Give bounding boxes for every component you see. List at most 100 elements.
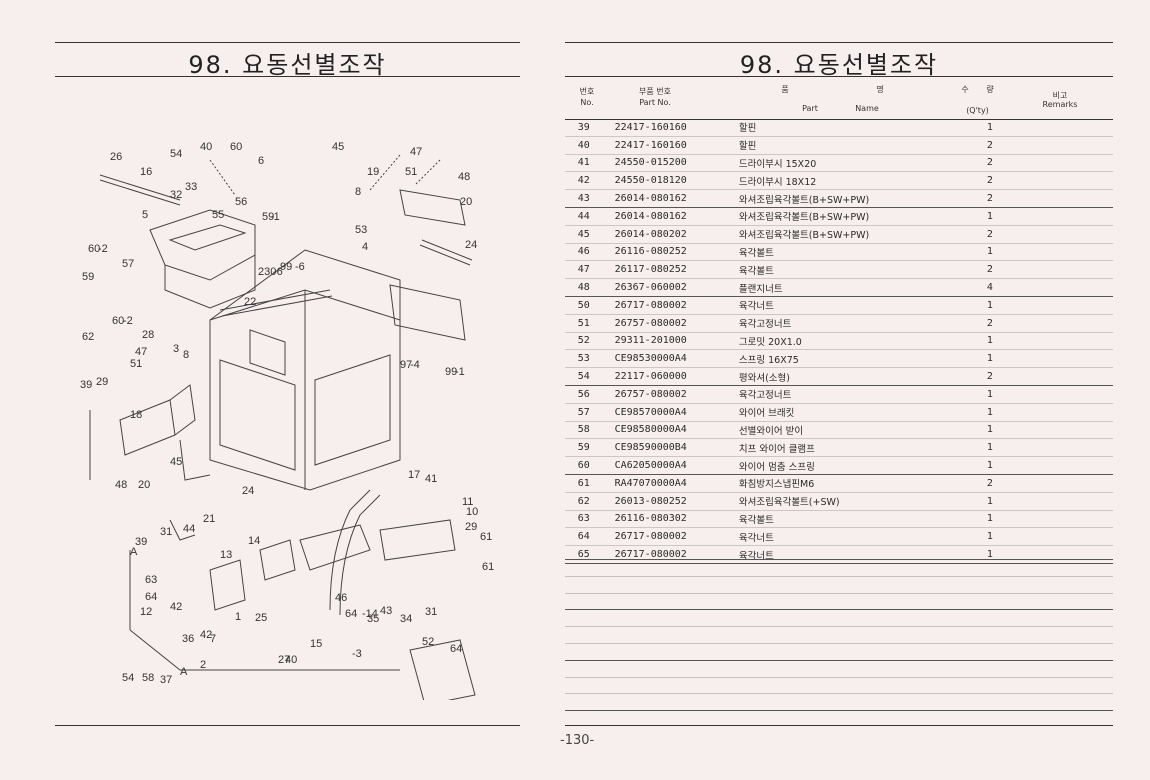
cell-part-no: CE98570000A4 [602,403,729,422]
cell-no: 42 [565,171,603,191]
header-no-en: No. [580,98,594,107]
cell-part-name: 육각볼트 [728,510,966,529]
cell-qty: 1 [965,119,1015,137]
right-page-title: 98. 요동선별조작 [739,51,939,79]
cell-remarks [1014,421,1113,440]
cell-remarks [1014,278,1113,297]
cell-remarks [1014,527,1113,547]
bottom-rule [565,725,1113,726]
cell-part-name: 그로밋 20X1.0 [728,332,966,351]
cell-no: 45 [565,225,603,244]
callout-label: 56 [235,196,247,208]
cell-remarks [1014,403,1113,422]
cell-qty: 2 [965,367,1015,386]
callout-label: 8 [183,349,189,361]
callout-label: 14 [248,535,260,547]
callout-label: 53 [355,224,367,236]
callout-label: 3 [173,343,179,355]
blank-rule [565,676,1113,678]
cell-part-name: 평와셔(소형) [728,367,966,386]
blank-rule [565,710,1113,712]
cell-part-name: 드라이부시 15X20 [728,154,966,173]
callout-label: 41 [425,473,437,485]
callout-label: 28 [142,329,154,341]
cell-qty: 1 [965,296,1015,315]
cell-no: 52 [565,332,603,351]
cell-part-no: CE98530000A4 [602,349,729,369]
callout-label: 24 [465,239,477,251]
callout-label: 31 [425,606,437,618]
cell-no: 59 [565,438,603,458]
cell-part-no: 26014-080162 [602,189,729,208]
left-page-title: 98. 요동선별조작 [188,51,387,79]
cell-part-no: 26116-080302 [602,510,729,529]
blank-rule [565,575,1113,577]
cell-part-no: 26117-080252 [602,260,729,280]
title-rule [55,76,520,77]
cell-part-no: 26717-080002 [602,545,729,564]
callout-label: 57 [122,258,134,270]
top-rule [55,42,520,43]
cell-no: 53 [565,349,603,369]
callout-label: -1 [455,366,465,378]
callout-label: 4 [362,241,368,253]
callout-label: 10 [466,506,478,518]
cell-part-name: 할핀 [728,119,966,137]
cell-part-no: 26014-080162 [602,207,729,226]
callout-label: 44 [183,523,195,535]
blank-rule [565,559,1113,560]
cell-remarks [1014,207,1113,226]
cell-part-no: 26013-080252 [602,492,729,511]
callout-label: 42 [170,601,182,613]
header-name-ko-1: 품 [781,85,789,94]
callout-label: 29 [465,521,477,533]
cell-qty: 2 [965,171,1015,191]
callout-label: 31 [160,526,172,538]
callout-label: 22 [244,296,256,308]
callout-label: 59 [82,271,94,283]
left-bottom-rule [55,725,520,726]
left-page: 98. 요동선별조작 [55,42,520,700]
callout-label: 64 [345,608,357,620]
callout-label: 58 [142,672,154,684]
cell-no: 60 [565,456,603,475]
cell-part-no: 26757-080002 [602,385,729,404]
cell-remarks [1014,119,1113,137]
callout-label: 64 [450,643,462,655]
callout-label: -2 [123,315,133,327]
callout-label: 63 [145,574,157,586]
cell-part-no: CA62050000A4 [602,456,729,475]
callout-label: 45 [170,456,182,468]
callout-label: A [180,666,188,678]
callout-label: 59 [262,211,274,223]
callout-label: 54 [122,672,134,684]
cell-part-name: 육각고정너트 [728,314,966,333]
callout-label: 97 [400,359,412,371]
callout-label: 48 [115,479,127,491]
cell-part-no: 26717-080002 [602,296,729,315]
cell-qty: 1 [965,349,1015,369]
cell-part-name: 화침방지스냅핀M6 [728,474,966,493]
cell-qty: 1 [965,492,1015,511]
callout-label: 5 [142,209,148,221]
blank-rule [565,592,1113,594]
cell-part-name: 와셔조립육각볼트(+SW) [728,492,966,511]
cell-qty: 1 [965,421,1015,440]
cell-part-no: 22417-160160 [602,119,729,137]
cell-qty: 1 [965,510,1015,529]
callout-label: 62 [82,331,94,343]
header-name-en-2: Name [855,104,879,113]
cell-part-no: 26367-060002 [602,278,729,297]
header-name-ko-2: 명 [876,85,884,94]
callout-label: 99 [445,366,457,378]
